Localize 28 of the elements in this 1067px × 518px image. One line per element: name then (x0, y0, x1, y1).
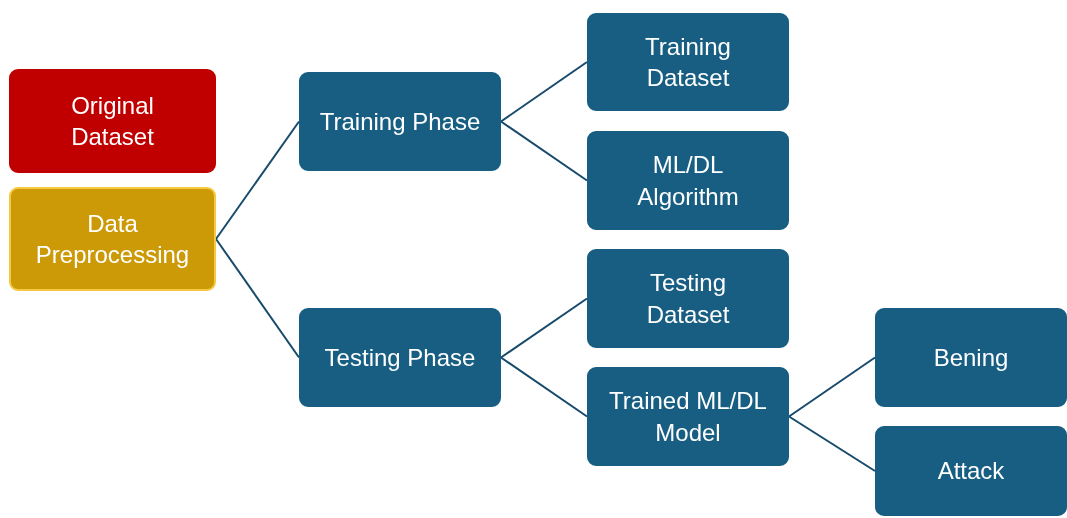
box-label: Attack (937, 456, 1005, 487)
box-label: Training Dataset (644, 31, 732, 93)
process-box (587, 13, 789, 111)
process-box (9, 69, 216, 173)
connector-line (500, 61, 588, 123)
process-box (299, 308, 501, 407)
box-label: Trained ML/DL Model (608, 386, 768, 448)
box-label: Bening (933, 342, 1009, 373)
box-label: Original Dataset (70, 90, 155, 152)
process-box (587, 367, 789, 466)
process-box (875, 426, 1067, 516)
box-label: Testing Dataset (645, 268, 731, 330)
process-box (587, 249, 789, 348)
box-label: ML/DL Algorithm (636, 150, 740, 212)
box-label: Data Preprocessing (34, 208, 191, 270)
connector-line (215, 238, 300, 359)
box-label: Training Phase (319, 106, 481, 137)
connector-line (500, 356, 588, 418)
connector-line (788, 415, 876, 472)
process-box (875, 308, 1067, 407)
process-box (587, 131, 789, 230)
box-label: Testing Phase (324, 342, 476, 373)
connector-line (215, 120, 300, 240)
connector-line (500, 120, 588, 182)
connector-line (500, 297, 588, 359)
process-box (9, 187, 216, 291)
process-box (299, 72, 501, 171)
connector-line (788, 356, 876, 418)
